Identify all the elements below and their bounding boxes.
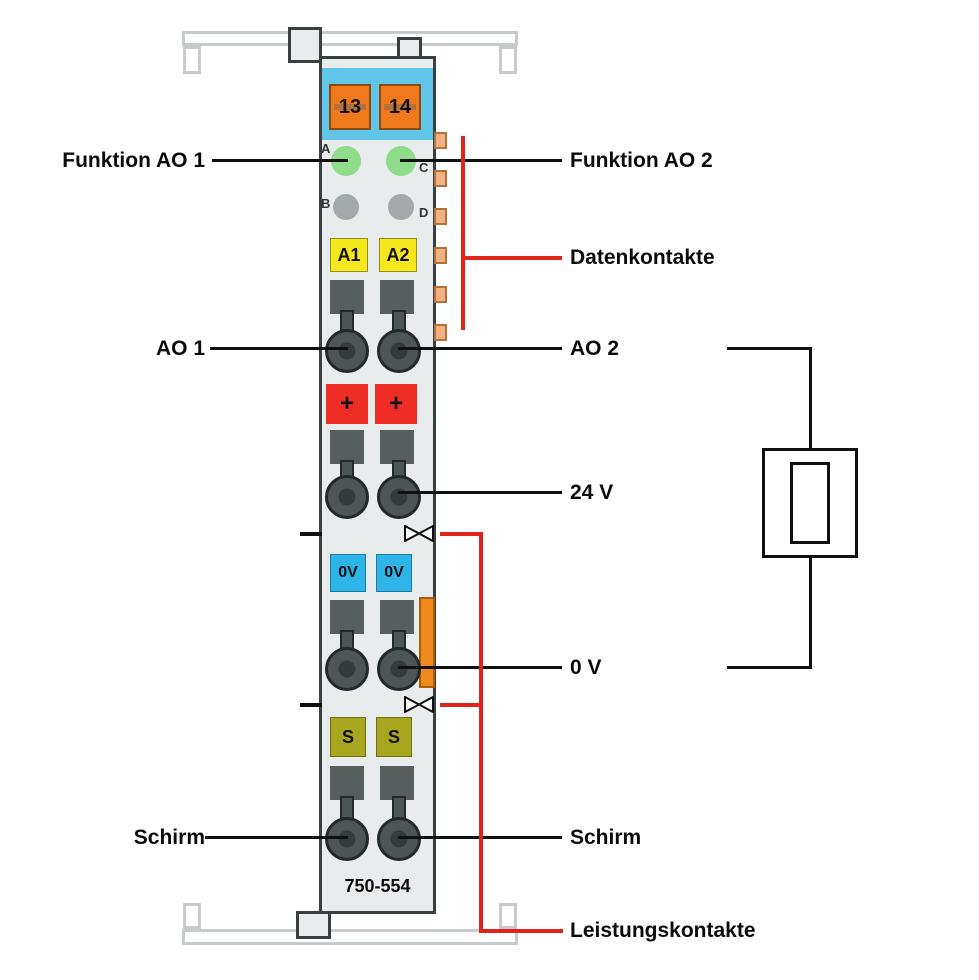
terminal-shield-left[interactable] (325, 817, 369, 861)
bottom-rail-hook-right (499, 903, 517, 929)
load-wire-top (727, 347, 812, 350)
load-wire-right-lower (809, 558, 812, 668)
leader-schirm-left (205, 836, 348, 839)
bottom-rail-band (182, 929, 518, 945)
shield-tag-right: S (376, 717, 412, 757)
separator-stub-left-1 (300, 532, 322, 536)
wire-opening[interactable] (380, 766, 414, 800)
datenkontakte-bracket-vertical (461, 136, 465, 330)
terminal-0v-left[interactable] (325, 647, 369, 691)
plus-tag-left: + (326, 384, 368, 424)
bottom-rail-hook-left (183, 903, 201, 929)
screw-terminal-13[interactable]: 13 (329, 84, 371, 130)
leader-24v (398, 491, 562, 494)
leistungskontakte-vertical (479, 532, 483, 933)
leader-ao2 (398, 347, 562, 350)
status-led-b (333, 194, 359, 220)
wire-opening[interactable] (330, 600, 364, 634)
wire-opening[interactable] (330, 766, 364, 800)
leistungskontakte-leader (479, 929, 563, 933)
callout-0v: 0 V (570, 656, 602, 679)
terminal-shield-right[interactable] (377, 817, 421, 861)
load-wire-bottom (727, 666, 812, 669)
callout-datenkontakte: Datenkontakte (570, 246, 715, 269)
callout-schirm-right: Schirm (570, 826, 642, 849)
wire-opening[interactable] (380, 280, 414, 314)
bowtie-separator-icon (404, 696, 434, 713)
callout-24v: 24 V (570, 481, 614, 504)
callout-funktion-ao2: Funktion AO 2 (570, 149, 713, 172)
plus-tag-right: + (375, 384, 417, 424)
datenkontakte-leader (462, 256, 562, 260)
terminal-ao2[interactable] (377, 329, 421, 373)
leistungskontakte-stub-2 (440, 703, 483, 707)
led-marker-b: B (321, 196, 331, 211)
data-contact (434, 132, 447, 149)
led-marker-d: D (419, 205, 429, 220)
release-latch[interactable] (419, 597, 435, 688)
top-rail-band (182, 31, 518, 46)
bowtie-separator-icon (404, 525, 434, 542)
led-marker-c: C (419, 160, 429, 175)
data-contact (434, 247, 447, 264)
terminal-24v-left[interactable] (325, 475, 369, 519)
callout-funktion-ao1: Funktion AO 1 (62, 149, 205, 172)
load-symbol-inner (790, 462, 830, 544)
data-contact (434, 170, 447, 187)
channel-tag-a1: A1 (330, 238, 368, 272)
screw-terminal-14[interactable]: 14 (379, 84, 421, 130)
callout-leistungskontakte: Leistungskontakte (570, 919, 756, 942)
wire-opening[interactable] (380, 430, 414, 464)
module-tab-top-left (288, 27, 322, 63)
leader-funktion-ao2 (400, 159, 562, 162)
wire-opening[interactable] (380, 600, 414, 634)
leader-ao1 (210, 347, 348, 350)
load-wire-right-upper (809, 347, 812, 448)
screw-terminal-13-label: 13 (338, 95, 362, 118)
zero-volt-tag-right: 0V (376, 554, 412, 592)
module-tab-bottom (296, 911, 331, 939)
top-rail-hook-left (183, 46, 201, 74)
leistungskontakte-stub-1 (440, 532, 483, 536)
leader-funktion-ao1 (212, 159, 348, 162)
terminal-24v-right[interactable] (377, 475, 421, 519)
separator-stub-left-2 (300, 703, 322, 707)
data-contact (434, 286, 447, 303)
channel-tag-a2: A2 (379, 238, 417, 272)
shield-tag-left: S (330, 717, 366, 757)
callout-ao2: AO 2 (570, 337, 620, 360)
callout-ao1: AO 1 (155, 337, 205, 360)
part-number: 750-554 (344, 876, 411, 896)
zero-volt-tag-left: 0V (330, 554, 366, 592)
terminal-0v-right[interactable] (377, 647, 421, 691)
screw-terminal-14-label: 14 (388, 95, 412, 118)
status-led-d (388, 194, 414, 220)
terminal-ao1[interactable] (325, 329, 369, 373)
led-marker-a: A (321, 141, 331, 156)
top-rail-hook-right (499, 46, 517, 74)
wire-opening[interactable] (330, 280, 364, 314)
data-contact (434, 324, 447, 341)
data-contact (434, 208, 447, 225)
callout-schirm-left: Schirm (133, 826, 205, 849)
wire-opening[interactable] (330, 430, 364, 464)
